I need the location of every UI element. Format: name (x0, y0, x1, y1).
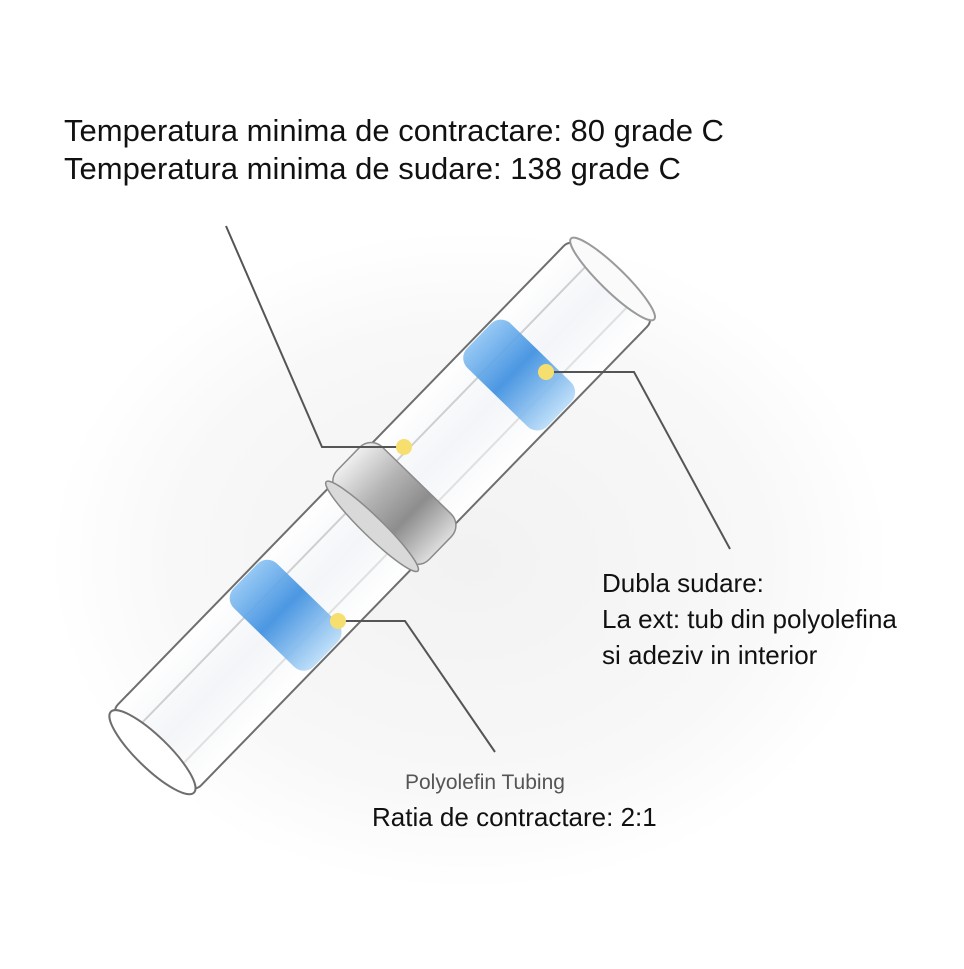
double-seal-title: Dubla sudare: (602, 568, 764, 598)
double-seal-label: Dubla sudare: La ext: tub din polyolefin… (602, 566, 897, 674)
leader-line-bottom (338, 620, 496, 753)
marker-dot-solder (396, 439, 412, 455)
adhesive-ring-right (463, 319, 576, 431)
marker-dot-tubing (330, 613, 346, 629)
leader-line-right (546, 371, 731, 550)
solder-ring-edge (324, 480, 420, 573)
tube-right-end (569, 236, 656, 322)
tube-left-end (108, 709, 197, 796)
marker-dot-adhesive (538, 364, 554, 380)
heat-shrink-tube (108, 236, 656, 796)
temperature-shrink-text: Temperatura minima de contractare: 80 gr… (64, 113, 724, 148)
leader-line-top (225, 225, 404, 448)
shrink-ratio-label: Ratia de contractare: 2:1 (372, 802, 657, 832)
adhesive-ring-left (229, 559, 342, 671)
temperature-solder-text: Temperatura minima de sudare: 138 grade … (64, 150, 681, 186)
double-seal-line-1: La ext: tub din polyolefina (602, 603, 897, 634)
double-seal-line-2: si adeziv in interior (602, 639, 818, 670)
temperature-label: Temperatura minima de contractare: 80 gr… (64, 112, 724, 188)
polyolefin-tubing-label: Polyolefin Tubing (405, 771, 565, 794)
